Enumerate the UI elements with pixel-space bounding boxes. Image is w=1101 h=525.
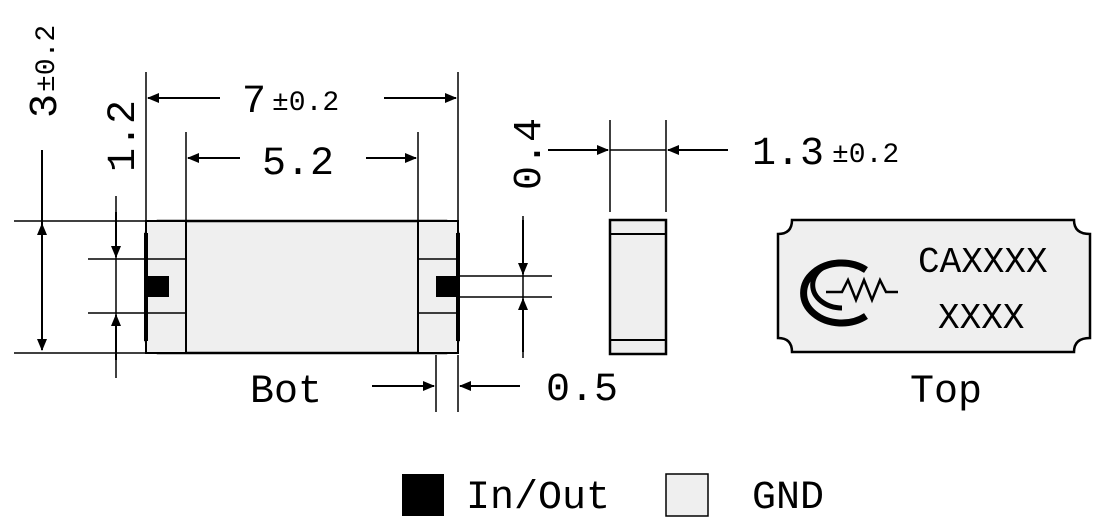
- legend-gnd-label: GND: [752, 476, 824, 521]
- bottom-view-body: [144, 219, 460, 355]
- legend-gnd-swatch: [665, 473, 709, 517]
- pin-width-label: 0.5: [546, 368, 618, 413]
- legend-in-out-swatch: [402, 474, 444, 516]
- extension-lines: [14, 72, 552, 412]
- pad-height-label: 1.2: [102, 100, 147, 172]
- bottom-view: [144, 219, 460, 355]
- height-tol-label: ±0.2: [32, 25, 63, 92]
- pin-height-label: 0.4: [508, 118, 553, 190]
- legend-in-out-label: In/Out: [466, 476, 610, 521]
- legend: In/Out GND: [402, 473, 824, 521]
- bottom-view-label: Bot: [250, 370, 322, 415]
- height-main-label: 3: [24, 94, 69, 118]
- width-main-label: 7: [242, 80, 266, 125]
- width-tol-label: ±0.2: [272, 88, 339, 119]
- pin-height-dimension: 0.4: [508, 118, 553, 358]
- left-pin: [147, 276, 169, 297]
- side-tol-label: ±0.2: [832, 140, 899, 171]
- pad-height-dimension: 1.2: [102, 100, 147, 378]
- pin-width-dimension: 0.5: [372, 368, 618, 413]
- inner-width-label: 5.2: [262, 142, 334, 187]
- top-view: CAXXXX XXXX: [776, 218, 1092, 354]
- inner-width-dimension: 5.2: [187, 142, 417, 187]
- company-logo-icon: [800, 259, 898, 327]
- side-view-body: [608, 218, 668, 356]
- top-view-label: Top: [910, 370, 982, 415]
- top-view-body: [776, 218, 1092, 354]
- width-dimension: 7 ±0.2: [147, 80, 457, 125]
- right-pin: [436, 276, 458, 297]
- marking-line1: CAXXXX: [918, 242, 1048, 283]
- side-main-label: 1.3: [752, 132, 824, 177]
- marking-line2: XXXX: [938, 298, 1024, 339]
- height-dimension: 3 ±0.2: [24, 25, 69, 351]
- side-view: 1.3 ±0.2: [548, 120, 899, 356]
